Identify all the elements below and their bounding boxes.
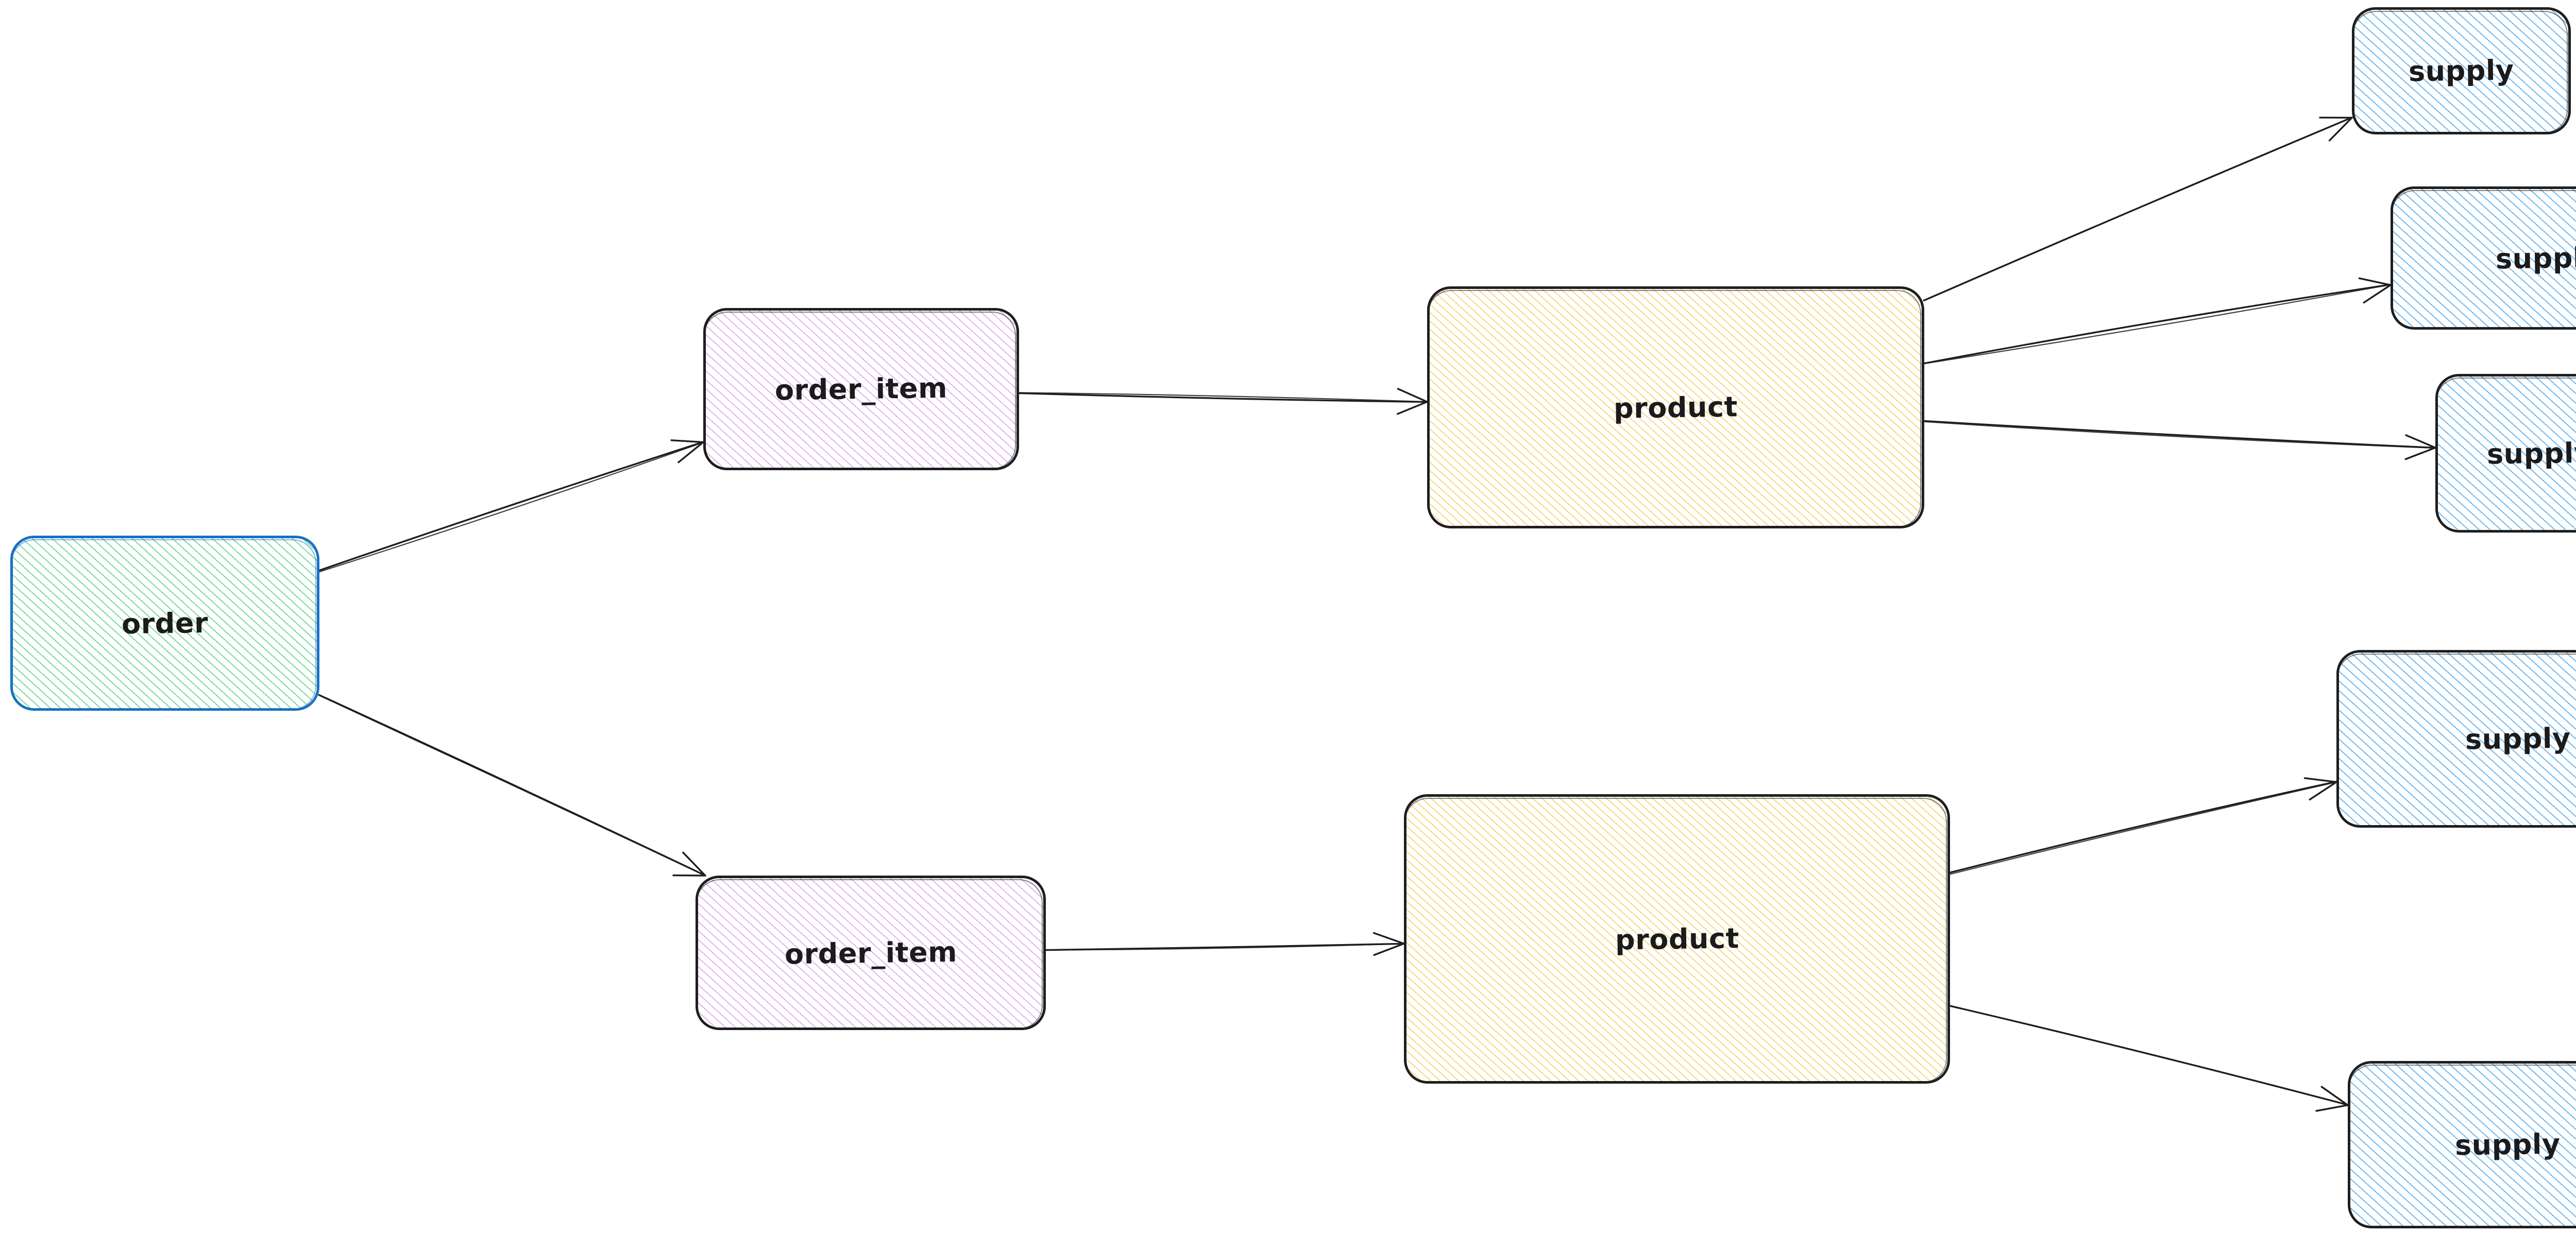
arrow-head-stroke (677, 441, 704, 464)
node-hatch-fill (2354, 10, 2568, 132)
node-supply_5[interactable]: supply (2348, 1061, 2576, 1228)
node-supply_3[interactable]: supply (2435, 374, 2576, 533)
arrow-head-stroke (1397, 388, 1428, 403)
arrow-head-stroke (2315, 1104, 2349, 1112)
node-label-order: order (121, 606, 209, 640)
arrow-head-stroke (670, 439, 704, 443)
edge-e9 (1948, 1004, 2349, 1112)
node-hatch-fill (2350, 1064, 2576, 1226)
arrow-head-stroke (682, 851, 706, 877)
edge-e3 (1018, 388, 1429, 415)
node-label-supply_2: supply (2495, 241, 2576, 275)
node-label-order_item_2: order_item (784, 935, 957, 970)
edge-e1 (318, 439, 704, 573)
node-hatch-fill (13, 538, 317, 708)
arrow-head-stroke (2363, 284, 2392, 304)
node-hatch-fill (1406, 797, 1947, 1081)
node-hatch-fill (1430, 289, 1922, 526)
edge-e8 (1948, 777, 2337, 876)
arrow-head-stroke (2320, 1086, 2349, 1106)
node-label-supply_3: supply (2486, 436, 2576, 470)
node-label-supply_1: supply (2408, 54, 2515, 88)
edge-e2 (318, 694, 706, 877)
node-product_1[interactable]: product (1427, 286, 1924, 528)
arrow-head-stroke (1396, 401, 1428, 415)
node-hatch-fill (2438, 376, 2576, 530)
node-order_item_2[interactable]: order_item (696, 876, 1046, 1030)
node-order_item_1[interactable]: order_item (703, 308, 1019, 470)
edge-e4 (1045, 932, 1405, 956)
node-hatch-fill (2339, 653, 2576, 825)
node-supply_1[interactable]: supply (2352, 7, 2571, 134)
node-order[interactable]: order (10, 536, 319, 711)
edge-e5 (1923, 116, 2353, 302)
node-product_2[interactable]: product (1404, 794, 1950, 1084)
arrow-head-stroke (2404, 447, 2436, 460)
arrow-head-stroke (2309, 781, 2337, 801)
node-label-product_2: product (1615, 921, 1739, 956)
node-label-order_item_1: order_item (774, 371, 948, 407)
edge-e6 (1922, 277, 2392, 365)
arrow-head-stroke (1372, 932, 1405, 945)
arrow-head-stroke (2303, 777, 2337, 783)
node-label-product_1: product (1613, 390, 1738, 425)
arrow-head-stroke (2358, 277, 2392, 286)
node-hatch-fill (706, 311, 1016, 468)
node-supply_2[interactable]: supply (2391, 186, 2576, 330)
arrow-head-stroke (1373, 943, 1405, 956)
node-supply_4[interactable]: supply (2336, 650, 2576, 828)
node-label-supply_4: supply (2465, 722, 2571, 756)
edge-e7 (1924, 420, 2436, 460)
node-label-supply_5: supply (2454, 1127, 2561, 1162)
arrow-head-stroke (2405, 434, 2436, 449)
node-hatch-fill (2393, 189, 2576, 327)
arrow-head-stroke (2328, 116, 2353, 142)
node-hatch-fill (698, 878, 1043, 1028)
